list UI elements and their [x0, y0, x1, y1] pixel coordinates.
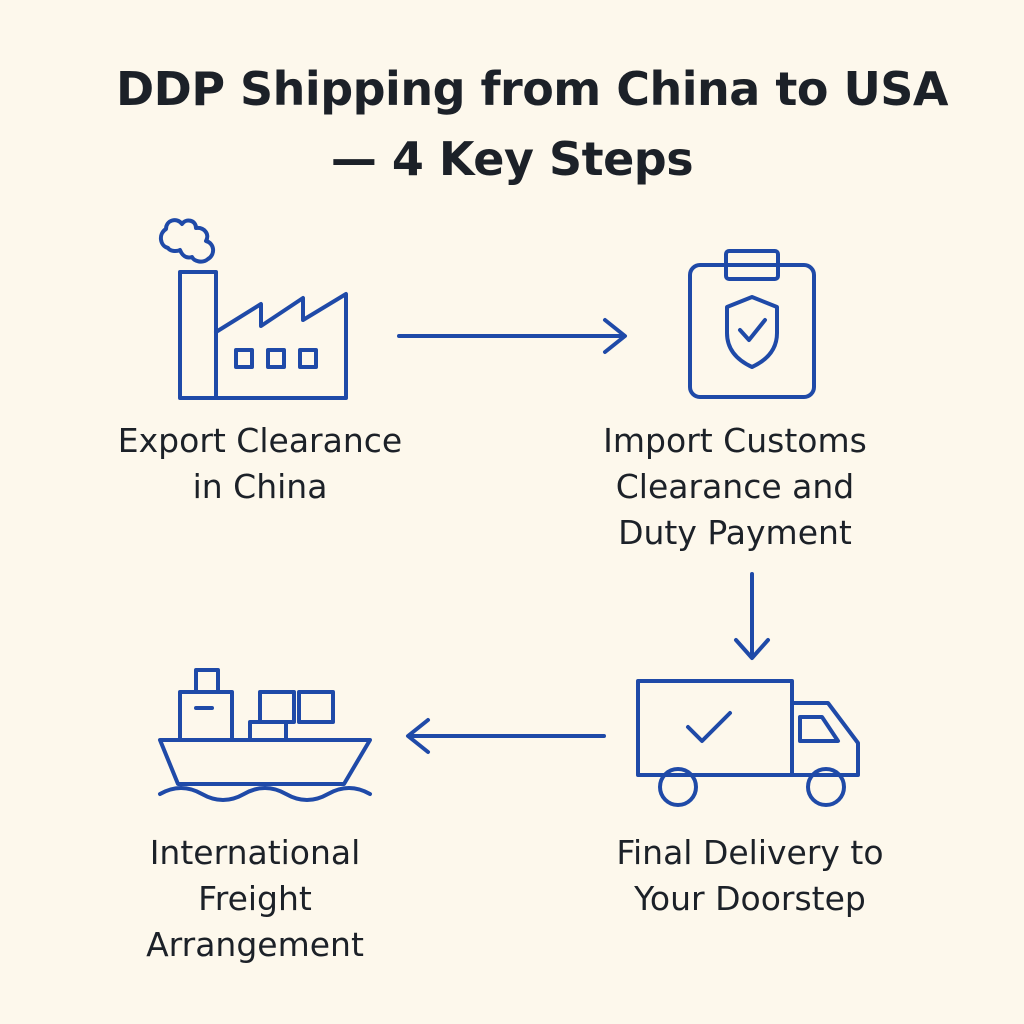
page-title: DDP Shipping from China to USA — 4 Key S… — [0, 54, 1024, 194]
arrow-left-icon — [406, 718, 606, 754]
shield-clipboard-icon — [688, 249, 816, 399]
title-line-2: — 4 Key Steps — [330, 132, 694, 186]
step-label-international-freight: International Freight Arrangement — [146, 833, 364, 964]
factory-icon — [159, 218, 348, 400]
delivery-truck-icon — [636, 679, 860, 807]
step-label-import-customs: Import Customs Clearance and Duty Paymen… — [603, 421, 867, 552]
step-label-export-clearance: Export Clearance in China — [117, 421, 403, 506]
cargo-ship-icon — [158, 668, 372, 802]
arrow-right-icon — [397, 318, 627, 354]
step-label-final-delivery: Final Delivery to Your Doorstep — [616, 833, 884, 918]
arrow-down-icon — [734, 572, 770, 660]
title-line-1: DDP Shipping from China to USA — [115, 62, 949, 116]
